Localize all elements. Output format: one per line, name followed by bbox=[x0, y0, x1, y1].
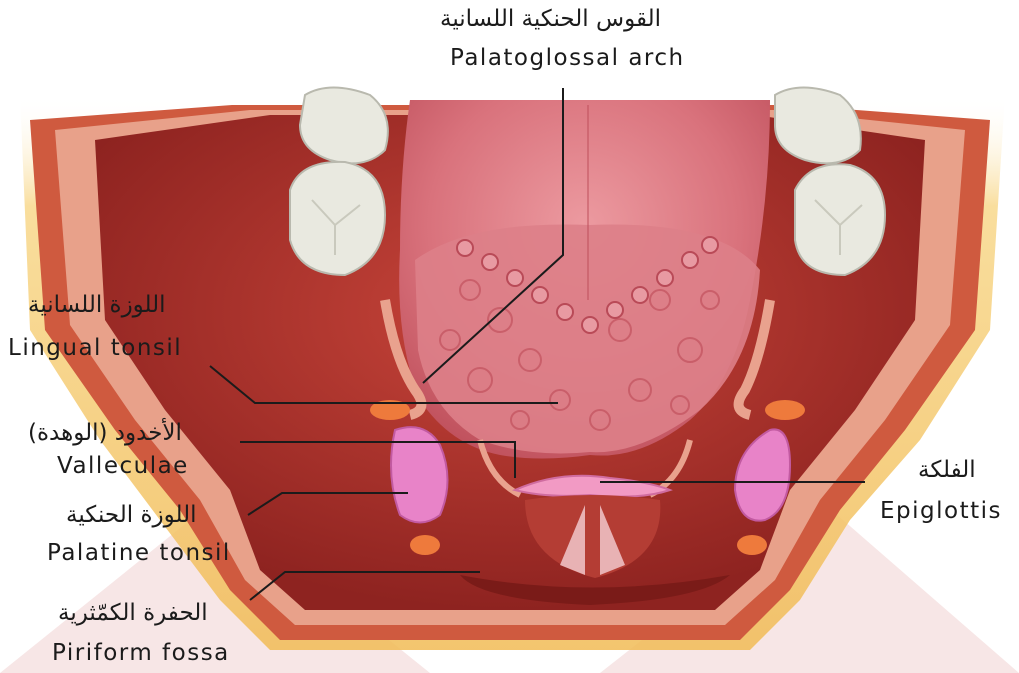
piriform-fossa-label-english: Piriform fossa bbox=[52, 642, 230, 665]
tooth-lower-right bbox=[795, 164, 885, 275]
piriform-fossa-label-arabic: الحفرة الكمّثرية bbox=[58, 602, 208, 625]
pad-right-lower bbox=[737, 535, 767, 555]
valleculae-label-arabic: الأخدود (الوهدة) bbox=[28, 422, 182, 445]
epiglottis-label-arabic: الفلكة bbox=[918, 459, 976, 482]
pad-right-upper bbox=[765, 400, 805, 420]
epiglottis-label-english: Epiglottis bbox=[880, 500, 1002, 523]
lingual-tonsil-label-arabic: اللوزة اللسانية bbox=[28, 294, 166, 317]
palatoglossal-arch-label-arabic: القوس الحنكية اللسانية bbox=[440, 8, 661, 31]
lingual-tonsil-label-english: Lingual tonsil bbox=[8, 337, 182, 360]
palatine-tonsil-label-arabic: اللوزة الحنكية bbox=[66, 504, 197, 527]
pad-left-lower bbox=[410, 535, 440, 555]
tooth-lower-left bbox=[290, 162, 385, 275]
tooth-upper-left bbox=[300, 88, 388, 164]
palatoglossal-arch-label-english: Palatoglossal arch bbox=[450, 47, 685, 70]
palatine-tonsil-label-english: Palatine tonsil bbox=[47, 542, 231, 565]
valleculae-label-english: Valleculae bbox=[57, 455, 189, 478]
